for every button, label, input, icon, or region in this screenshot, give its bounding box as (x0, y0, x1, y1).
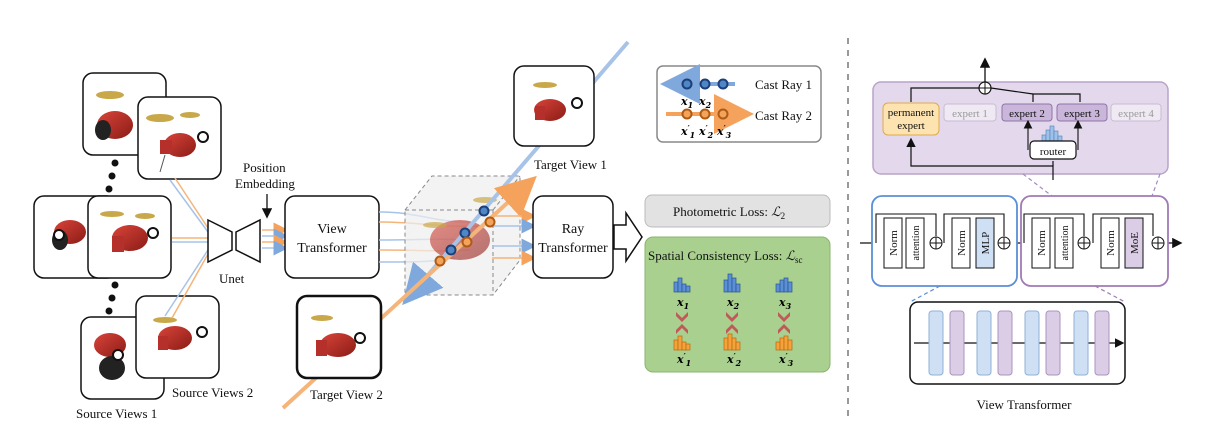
attention-box (905, 217, 925, 269)
source-views-2-label: Source Views 2 (172, 385, 253, 400)
histogram-blue-2 (723, 273, 741, 293)
svg-text:Norm: Norm (1036, 230, 1048, 256)
sample-points (434, 205, 496, 267)
ellipsis-dot (105, 307, 113, 315)
svg-text:expert 4: expert 4 (1118, 108, 1154, 120)
svg-text:x′2: x′2 (726, 351, 742, 368)
svg-text:x′3: x′3 (778, 351, 794, 368)
unet-block: Unet (207, 218, 261, 286)
svg-text:expert: expert (897, 120, 924, 132)
consistency-arrows (676, 312, 790, 334)
svg-text:router: router (1040, 146, 1067, 158)
histogram-orange-1 (673, 335, 691, 351)
view-transformer-label-line1: View (317, 222, 347, 237)
ellipsis-dot (111, 281, 119, 289)
histogram-blue-3 (775, 277, 793, 293)
drum-kit-image (94, 333, 126, 380)
mlp-box (975, 217, 995, 269)
moe-box (1124, 217, 1144, 269)
svg-text:attention: attention (1060, 226, 1071, 261)
target-view-1-label: Target View 1 (534, 157, 607, 172)
expert-4-box (1110, 103, 1162, 122)
drum-kit-image (153, 317, 208, 350)
svg-text:Photometric Loss: ℒ2: Photometric Loss: ℒ2 (673, 204, 785, 221)
ray-transformer-label-line2: Transformer (538, 241, 608, 256)
source-views-1-stack: Source Views 1 Source Views 2 (33, 72, 253, 421)
transformer-block-row: Norm attention Norm MLP Norm attention N… (860, 195, 1183, 287)
view-transformer-label-line2: Transformer (297, 241, 367, 256)
zoom-line (1094, 285, 1126, 303)
output-arrow-icon (613, 210, 643, 264)
position-embedding-label-line1: Position (243, 160, 286, 175)
drum-kit-image (100, 211, 159, 252)
ellipsis-dot (108, 172, 116, 180)
target-view-2-label: Target View 2 (310, 387, 383, 402)
svg-text:attention: attention (911, 226, 922, 261)
svg-text:Norm: Norm (888, 230, 900, 256)
router-histogram (1041, 125, 1063, 142)
unet-to-view-transformer-arrows (262, 222, 289, 256)
norm-box (883, 217, 903, 269)
histogram-blue-1 (673, 277, 691, 293)
svg-text:x′1: x′1 (680, 123, 695, 140)
cast-ray-1-label: Cast Ray 1 (755, 77, 812, 92)
norm-box (951, 217, 971, 269)
svg-text:expert 2: expert 2 (1009, 108, 1045, 120)
ellipsis-dot (108, 294, 116, 302)
attention-box (1054, 217, 1074, 269)
svg-text:x′1: x′1 (676, 351, 691, 368)
zoom-line (1151, 173, 1161, 197)
ellipsis-dot (111, 159, 119, 167)
zoom-line (909, 285, 941, 303)
svg-text:x1: x1 (680, 95, 693, 110)
ray-transformer-block (532, 195, 614, 279)
ray-transformer-label-line1: Ray (562, 222, 585, 237)
svg-text:x′2: x′2 (698, 123, 714, 140)
svg-text:x′3: x′3 (716, 123, 732, 140)
ray-legend: Cast Ray 1 x1 x2 x3 Cast Ray 2 x′1 x′2 x… (656, 64, 822, 143)
position-embedding-label-line2: Embedding (235, 176, 295, 191)
svg-text:x3: x3 (778, 296, 792, 311)
spatial-consistency-loss-box: Spatial Consistency Loss: ℒsc x1 x2 x3 (644, 236, 831, 373)
svg-text:MoE: MoE (1129, 232, 1141, 254)
histogram-orange-3 (775, 335, 793, 351)
view-transformer-caption: View Transformer (977, 397, 1073, 412)
svg-text:x2: x2 (698, 95, 712, 110)
norm-box (1031, 217, 1051, 269)
svg-text:expert 3: expert 3 (1064, 108, 1100, 120)
drum-kit-image (146, 112, 209, 173)
svg-text:Spatial Consistency Loss: ℒsc: Spatial Consistency Loss: ℒsc (648, 248, 802, 265)
drum-kit-image (533, 82, 583, 121)
scene-to-ray-transformer-lines (492, 208, 537, 266)
svg-text:x2: x2 (726, 296, 740, 311)
drum-kit-image (52, 220, 86, 250)
norm-box (1100, 217, 1120, 269)
photometric-loss-label: Photometric Loss: (673, 204, 771, 219)
view-transformer-stack (909, 301, 1126, 385)
svg-text:Norm: Norm (1105, 230, 1117, 256)
histogram-orange-2 (723, 333, 741, 351)
photometric-loss-box: Photometric Loss: ℒ2 (644, 194, 831, 228)
svg-text:expert 1: expert 1 (952, 108, 988, 120)
router-box (1029, 140, 1077, 160)
unet-label: Unet (219, 271, 245, 286)
drum-kit-image (311, 315, 366, 357)
source-feed-lines (164, 177, 209, 319)
spatial-consistency-loss-label: Spatial Consistency Loss: (648, 248, 786, 263)
svg-text:permanent: permanent (888, 107, 934, 119)
expert-1-box (943, 103, 997, 122)
drum-kit-image (95, 91, 133, 140)
zoom-line (1022, 173, 1053, 197)
cast-ray-2-label: Cast Ray 2 (755, 108, 812, 123)
svg-text:x1: x1 (676, 296, 689, 311)
moe-panel: permanent expert expert 1 expert 2 exper… (872, 57, 1169, 180)
svg-text:Norm: Norm (956, 230, 968, 256)
svg-text:MLP: MLP (980, 232, 992, 255)
ellipsis-dot (105, 185, 113, 193)
permanent-expert-box (882, 102, 940, 136)
view-transformer-block (284, 195, 380, 279)
source-views-1-label: Source Views 1 (76, 406, 157, 421)
